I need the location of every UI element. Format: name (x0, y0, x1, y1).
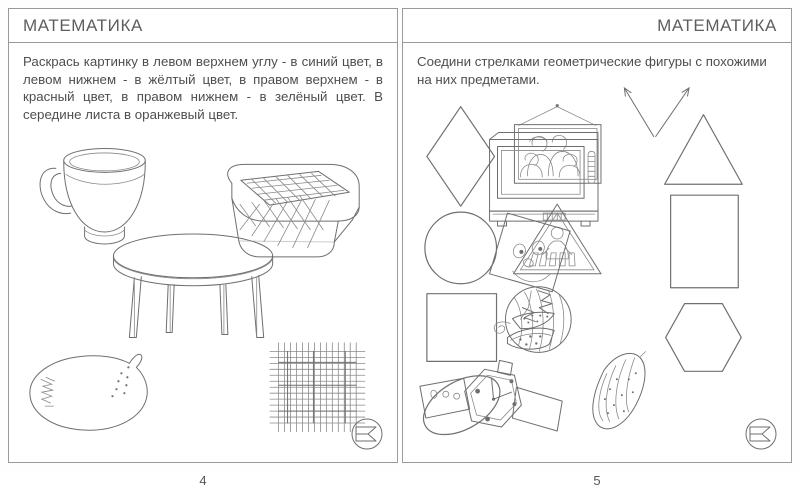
page-left-instructions: Раскрась картинку в левом верхнем углу -… (23, 54, 383, 123)
kite-illustration (489, 212, 571, 323)
page-right-instructions: Соедини стрелками геометрические фигуры … (417, 54, 767, 87)
television-illustration (489, 132, 599, 227)
cucumber-illustration (592, 351, 647, 430)
book-spread: МАТЕМАТИКА Раскрась картинку в левом вер… (8, 8, 792, 488)
pedestrian-crossing-sign-illustration (512, 203, 602, 275)
wristwatch-illustration (419, 359, 563, 432)
arrow-to-upper-left (625, 89, 655, 138)
arrow-to-upper-right (655, 89, 689, 138)
page-left-header: МАТЕМАТИКА (9, 9, 397, 43)
page-left-title: МАТЕМАТИКА (23, 15, 143, 35)
publisher-logo (745, 418, 777, 450)
cup-illustration (39, 147, 146, 245)
shape-hexagon (665, 303, 742, 372)
page-right-header: МАТЕМАТИКА (403, 9, 791, 43)
shape-rectangle (670, 194, 739, 289)
connection-arrows (625, 89, 689, 138)
page-number-left: 4 (199, 473, 207, 488)
lemon-illustration (29, 353, 148, 431)
family-photo-frame-illustration (513, 104, 602, 184)
watermelon-illustration (493, 286, 572, 353)
page-right-title: МАТЕМАТИКА (657, 15, 777, 35)
shape-ellipse (422, 375, 501, 436)
shape-rhombus (426, 106, 496, 207)
basket-illustration (227, 163, 360, 258)
shape-circle (424, 211, 498, 285)
page-number-right: 5 (593, 473, 601, 488)
shape-triangle (664, 114, 743, 185)
round-table-illustration (112, 233, 274, 338)
page-left: МАТЕМАТИКА Раскрась картинку в левом вер… (8, 8, 398, 488)
page-right: МАТЕМАТИКА Соедини стрелками геометричес… (402, 8, 792, 488)
publisher-logo (351, 418, 383, 450)
shape-square (426, 293, 498, 362)
